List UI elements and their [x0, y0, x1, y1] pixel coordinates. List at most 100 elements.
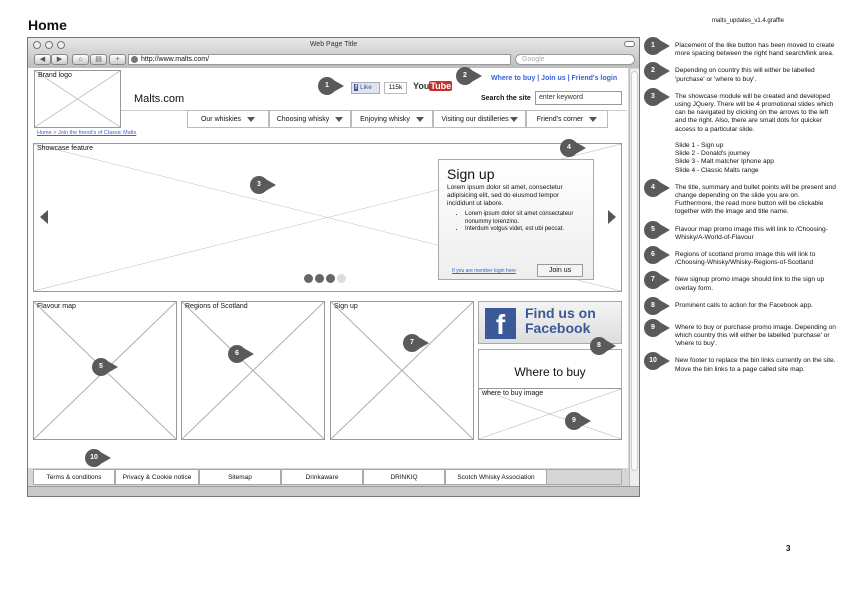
- slide-dot[interactable]: [337, 274, 346, 283]
- footer-link[interactable]: DRINKIQ: [363, 469, 445, 485]
- nav-label: Friend's corner: [536, 115, 584, 123]
- site-search-input[interactable]: enter keyword: [535, 91, 622, 105]
- callout-marker: 4: [560, 139, 590, 157]
- nav-label: Enjoying whisky: [360, 115, 410, 123]
- callout-marker: 7: [403, 334, 433, 352]
- site-name: Malts.com: [134, 93, 185, 105]
- chevron-down-icon: [247, 116, 256, 122]
- chevron-down-icon: [335, 116, 344, 122]
- where-to-buy-title: Where to buy: [514, 365, 586, 379]
- signup-promo[interactable]: Sign up: [330, 301, 474, 440]
- chevron-down-icon: [509, 116, 518, 122]
- footer-link[interactable]: Terms & conditions: [33, 469, 115, 485]
- callout-marker: 1: [318, 77, 348, 95]
- brand-logo[interactable]: Brand logo: [34, 70, 121, 128]
- promo-label: Sign up: [334, 303, 358, 310]
- footer-link[interactable]: Drinkaware: [281, 469, 363, 485]
- title-bar: Web Page Title ◀ ▶ ⌂ ▤ + http://www.malt…: [28, 38, 639, 68]
- browser-search-input[interactable]: Google: [515, 54, 635, 65]
- promo-label: Flavour map: [37, 303, 76, 310]
- callout-marker: 3: [250, 176, 280, 194]
- callout-marker: 10: [85, 449, 115, 467]
- brand-logo-label: Brand logo: [38, 72, 72, 79]
- note-text: Placement of the like button has been mo…: [675, 42, 835, 58]
- note-text: New footer to replace the bin links curr…: [675, 357, 836, 373]
- footer-link[interactable]: Scotch Whisky Association: [445, 469, 547, 485]
- note-text: Regions of scotland promo image this wil…: [675, 251, 816, 267]
- nav-choosing-whisky[interactable]: Choosing whisky: [269, 110, 351, 128]
- signup-summary: Lorem ipsum dolor sit amet, consectetur …: [447, 184, 563, 207]
- chevron-down-icon: [589, 116, 598, 122]
- note-text: Depending on country this will either be…: [675, 67, 815, 83]
- slide-dot[interactable]: [315, 274, 324, 283]
- back-button[interactable]: ◀: [34, 54, 51, 65]
- breadcrumb[interactable]: Home > Join the friend's of Classic Malt…: [37, 130, 137, 136]
- add-bookmark-button[interactable]: +: [109, 54, 126, 65]
- minimize-icon[interactable]: [45, 41, 53, 49]
- globe-icon: [131, 56, 138, 63]
- footer-link[interactable]: Sitemap: [199, 469, 281, 485]
- nav-label: Our whiskies: [200, 115, 242, 123]
- slide-dot[interactable]: [304, 274, 313, 283]
- note-marker: 2: [644, 62, 674, 81]
- print-icon[interactable]: ▤: [90, 54, 107, 65]
- next-slide-arrow[interactable]: [608, 210, 616, 224]
- home-icon[interactable]: ⌂: [72, 54, 89, 65]
- scroll-thumb[interactable]: [631, 71, 638, 471]
- youtube-logo[interactable]: YouTube: [413, 81, 453, 91]
- like-button[interactable]: f Like: [351, 82, 380, 94]
- promo-label: where to buy image: [482, 390, 544, 397]
- note-text: Where to buy or purchase promo image. De…: [675, 323, 836, 348]
- where-to-buy-image[interactable]: where to buy image: [478, 388, 622, 440]
- callout-marker: 8: [590, 337, 620, 355]
- regions-promo[interactable]: Regions of Scotland: [181, 301, 325, 440]
- prev-slide-arrow[interactable]: [40, 210, 48, 224]
- callout-marker: 2: [456, 67, 486, 85]
- signup-title: Sign up: [447, 166, 495, 182]
- header-links[interactable]: Where to buy | Join us | Friend's login: [491, 75, 618, 82]
- nav-label: Choosing whisky: [276, 115, 330, 123]
- signup-bullet: Lorem ipsum dolor sit amet consectateur …: [465, 211, 585, 226]
- toolbar-toggle[interactable]: [624, 41, 635, 47]
- close-icon[interactable]: [33, 41, 41, 49]
- like-count: 115k: [384, 82, 407, 94]
- nav-visiting-distilleries[interactable]: Visiting our distilleries: [433, 110, 526, 128]
- note-marker: 3: [644, 87, 674, 106]
- join-us-button[interactable]: Join us: [537, 264, 583, 277]
- callout-marker: 6: [228, 345, 258, 363]
- facebook-promo[interactable]: f Find us on Facebook: [478, 301, 622, 344]
- facebook-icon: f: [354, 84, 359, 91]
- nav-enjoying-whisky[interactable]: Enjoying whisky: [351, 110, 433, 128]
- member-login-link[interactable]: If you are member login here: [452, 268, 516, 274]
- callout-marker: 9: [565, 412, 595, 430]
- slide-dot[interactable]: [326, 274, 335, 283]
- status-bar: [28, 486, 639, 496]
- note-text: Prominent calls to action for the Facebo…: [675, 301, 813, 309]
- note-marker: 6: [644, 246, 674, 265]
- address-bar[interactable]: http://www.malts.com/: [128, 54, 511, 65]
- note-marker: 9: [644, 318, 674, 337]
- promo-label: Regions of Scotland: [185, 303, 248, 310]
- note-marker: 4: [644, 178, 674, 197]
- note-marker: 5: [644, 220, 674, 239]
- maximize-icon[interactable]: [57, 41, 65, 49]
- signup-panel: Sign up Lorem ipsum dolor sit amet, cons…: [438, 159, 594, 280]
- note-text: New signup promo image should link to th…: [675, 276, 825, 292]
- nav-our-whiskies[interactable]: Our whiskies: [187, 110, 269, 128]
- note-text: Flavour map promo image this will link t…: [675, 225, 828, 241]
- footer-link[interactable]: Privacy & Cookie notice: [115, 469, 199, 485]
- facebook-cta: Find us on Facebook: [525, 305, 596, 336]
- forward-button[interactable]: ▶: [51, 54, 68, 65]
- note-marker: 7: [644, 271, 674, 290]
- note-text: The showcase module will be created and …: [675, 92, 834, 174]
- like-label: Like: [359, 84, 372, 91]
- nav-friends-corner[interactable]: Friend's corner: [526, 110, 608, 128]
- scrollbar[interactable]: [629, 69, 639, 486]
- slide-dots: [304, 274, 346, 283]
